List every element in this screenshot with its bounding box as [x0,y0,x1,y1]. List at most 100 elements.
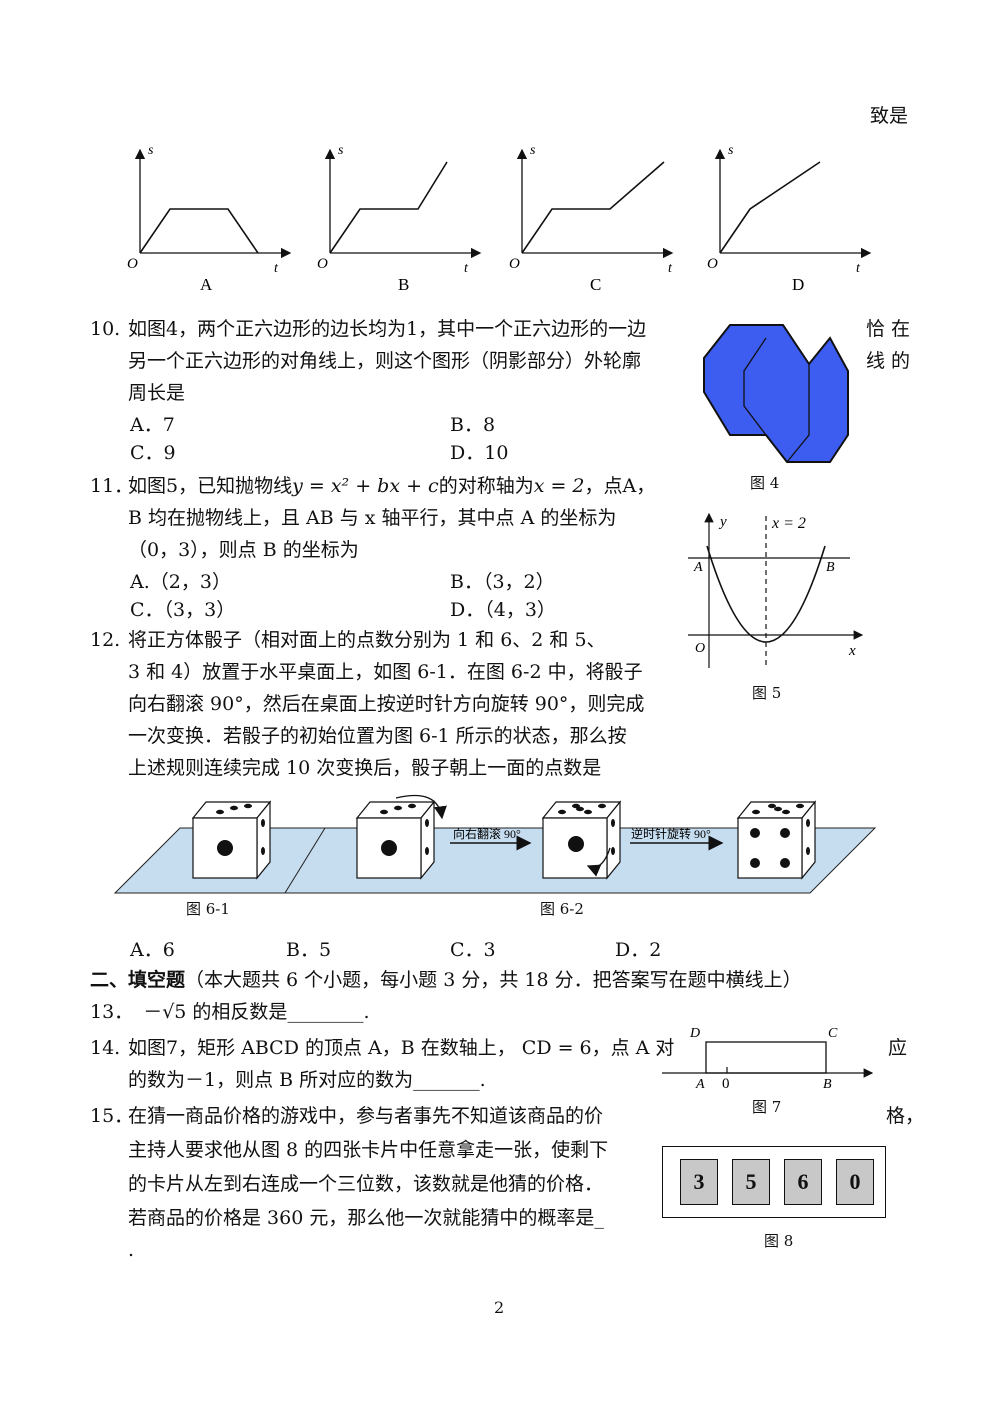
q11-option-b: B．（3，2） [450,571,555,593]
q11-line3: （0，3），则点 B 的坐标为 [128,539,359,561]
graph-a: s O t A [127,143,292,294]
die-figure-6-2c [736,800,817,880]
q11-line2: B 均在抛物线上，且 AB 与 x 轴平行，其中点 A 的坐标为 [128,507,617,529]
graph-b: s O t B [317,143,482,294]
section-2-header: 二、填空题（本大题共 6 个小题，每小题 3 分，共 18 分．把答案写在题中横… [90,964,802,996]
q11-option-c: C．（3，3） [130,599,236,621]
section-2-title: 二、填空题 [90,969,186,991]
q14-line1: 如图7，矩形 ABCD 的顶点 A，B 在数轴上， CD = 6，点 A 对 [128,1037,675,1059]
svg-text:A: A [693,560,703,575]
q11-line1: 如图5，已知抛物线y = x² + bx + c的对称轴为x = 2，点A， [128,475,656,497]
q12-option-b: B．5 [286,939,332,961]
svg-text:t: t [668,261,673,276]
figure-6-dice: 向右翻滚 90° 逆时针旋转 90° [113,794,877,894]
q14-right: 应 [888,1037,908,1059]
q10-line2: 另一个正六边形的对角线上，则这个图形（阴影部分）外轮廓 [128,350,642,372]
svg-text:C: C [828,1026,838,1041]
svg-text:B: B [826,560,835,575]
svg-text:s: s [728,143,734,158]
figure-4-caption: 图 4 [750,474,780,492]
svg-text:x: x [848,643,856,659]
svg-text:0: 0 [722,1076,730,1092]
figure-5-caption: 图 5 [752,684,782,702]
figure-6-2-caption: 图 6-2 [540,900,584,918]
svg-text:x = 2: x = 2 [771,515,806,532]
graph-label-a: A [200,275,213,294]
q10-right1: 恰 在 [866,318,911,340]
graph-c: s O t C [509,143,674,294]
figure-4-hexagons [703,324,849,463]
q15-line2: 主持人要求他从图 8 的四张卡片中任意拿走一张，使剩下 [128,1139,609,1161]
q14-answer-blank: _______ [413,1069,480,1091]
st-graphs: s O t A s O t B s O t C s O t D [127,143,872,294]
card-2: 5 [732,1159,770,1205]
q10-option-c: C．9 [130,442,176,464]
q11-number: 11． [90,475,134,497]
svg-text:y: y [718,514,727,530]
q12-number: 12. [90,629,121,651]
q14-line2: 的数为－1，则点 B 所对应的数为_______. [128,1069,486,1091]
axis-t: t [274,261,279,276]
q10-line3: 周长是 [128,382,186,404]
q10-option-a: A．7 [130,414,175,436]
q10-option-d: D．10 [450,442,509,464]
q14-number: 14. [90,1037,121,1059]
origin: O [127,256,138,272]
die-figure-6-2b [541,800,622,880]
q10-right2: 线 的 [866,350,911,372]
figure-6-1-caption: 图 6-1 [186,900,230,918]
q12-line2: 3 和 4）放置于水平桌面上，如图 6-1．在图 6-2 中，将骰子 [128,661,643,683]
svg-text:s: s [338,143,344,158]
q15-line5: . [128,1239,135,1261]
q12-option-d: D．2 [615,939,662,961]
arrow-roll-label: 向右翻滚 90° [453,826,521,841]
q15-line4: 若商品的价格是 360 元，那么他一次就能猜中的概率是_ [128,1207,604,1229]
q15-line3: 的卡片从左到右连成一个三位数，该数就是他猜的价格． [128,1173,604,1195]
q12-line1: 将正方体骰子（相对面上的点数分别为 1 和 6、2 和 5、 [128,629,606,651]
figure-8-card-frame: 3 5 6 0 [662,1146,886,1218]
figure-5-parabola: y x = 2 A B O x [688,512,864,668]
q15-right: 格， [886,1105,925,1127]
graph-label-c: C [590,275,601,294]
card-4: 0 [836,1159,874,1205]
section-2-desc: （本大题共 6 个小题，每小题 3 分，共 18 分．把答案写在题中横线上） [185,969,802,991]
svg-text:s: s [530,143,536,158]
q11-option-d: D．（4，3） [450,599,556,621]
die-figure-6-2a [355,794,447,880]
q12-line3: 向右翻滚 90°，然后在桌面上按逆时针方向旋转 90°，则完成 [128,693,645,715]
svg-text:O: O [509,256,520,272]
svg-text:O: O [707,256,718,272]
card-1: 3 [680,1159,718,1205]
q12-line5: 上述规则连续完成 10 次变换后，骰子朝上一面的点数是 [128,757,602,779]
arrow-rotate-label: 逆时针旋转 90° [631,826,711,841]
card-3: 6 [784,1159,822,1205]
q12-option-c: C．3 [450,939,496,961]
figure-7-rectangle: D C A 0 B [662,1026,874,1092]
axis-s: s [148,143,154,158]
svg-text:O: O [695,641,705,656]
q10-option-b: B．8 [450,414,496,436]
graph-label-d: D [792,275,804,294]
q13: 13．－√5 的相反数是________. [90,1001,370,1023]
svg-text:D: D [689,1026,700,1041]
top-right-fragment: 致是 [870,105,909,127]
q13-answer-blank: ________ [287,1001,364,1023]
q12-option-a: A．6 [130,939,175,961]
q10-line1: 如图4，两个正六边形的边长均为1，其中一个正六边形的一边 [128,318,647,340]
graph-label-b: B [398,275,409,294]
q15-line1: 在猜一商品价格的游戏中，参与者事先不知道该商品的价 [128,1105,604,1127]
q10-number: 10. [90,318,121,340]
svg-text:t: t [856,261,861,276]
page-number: 2 [494,1298,505,1317]
svg-text:A: A [695,1077,705,1092]
graph-d: s O t D [707,143,872,294]
q11-option-a: A.（2，3） [130,571,231,593]
svg-text:O: O [317,256,328,272]
svg-text:t: t [464,261,469,276]
q12-line4: 一次变换．若骰子的初始位置为图 6-1 所示的状态，那么按 [128,725,627,747]
figure-8-caption: 图 8 [764,1232,794,1250]
figure-7-caption: 图 7 [752,1098,782,1116]
q15-number: 15． [90,1105,134,1127]
svg-text:B: B [823,1077,832,1092]
die-figure-6-1 [191,800,272,880]
